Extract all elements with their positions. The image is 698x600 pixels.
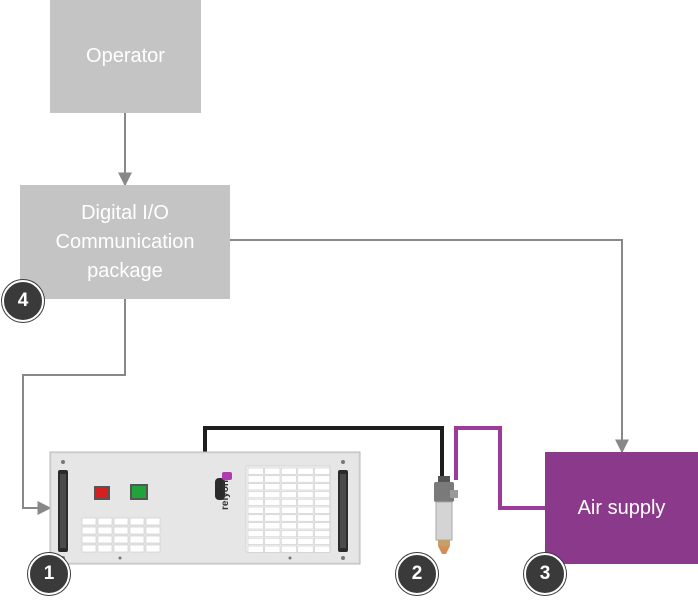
air-supply-node: Air supply	[545, 452, 698, 564]
vent-cell	[297, 467, 314, 475]
brand-logo: relyon	[220, 480, 231, 510]
vent-cell	[297, 537, 314, 545]
vent-cell	[314, 514, 331, 522]
vent-cell	[280, 545, 297, 553]
digital-io-node: Digital I/O Communication package	[20, 185, 230, 299]
status-lamp	[215, 478, 225, 500]
vent-cell	[280, 467, 297, 475]
vent-cell	[314, 522, 331, 530]
connector-io-to-rack	[22, 299, 126, 515]
vent-cell	[297, 530, 314, 538]
vent-cell	[314, 467, 331, 475]
vent-cell	[314, 530, 331, 538]
vent-cell	[314, 483, 331, 491]
vent-cell	[297, 514, 314, 522]
vent-cell	[280, 537, 297, 545]
vent-cell	[297, 491, 314, 499]
vent-cell	[314, 506, 331, 514]
badge-3: 3	[524, 553, 566, 595]
connector-io-to-air-supply	[230, 239, 629, 454]
vent-cell	[247, 467, 264, 475]
vent-cell	[314, 491, 331, 499]
cable-rack-to-torch	[203, 426, 444, 478]
vent-cell	[264, 475, 281, 483]
vent-cell	[247, 522, 264, 530]
vent-cell	[314, 545, 331, 553]
vent-cell	[280, 506, 297, 514]
vent-cell	[314, 498, 331, 506]
vent-cell	[280, 475, 297, 483]
vent-cell	[314, 537, 331, 545]
vent-cell	[264, 506, 281, 514]
operator-node: Operator	[50, 0, 201, 113]
hose-air-to-torch	[454, 426, 545, 510]
vent-cell	[247, 491, 264, 499]
vent-cell	[247, 506, 264, 514]
vent-cell	[247, 537, 264, 545]
vent-cell	[297, 522, 314, 530]
vent-cell	[264, 545, 281, 553]
vent-cell	[314, 475, 331, 483]
vent-cell	[247, 545, 264, 553]
vent-cell	[264, 514, 281, 522]
plasma-torch	[434, 476, 458, 554]
vent-cell	[280, 491, 297, 499]
operator-label: Operator	[86, 45, 165, 67]
vent-cell	[297, 545, 314, 553]
start-button	[132, 486, 146, 498]
vent-cell	[264, 498, 281, 506]
vent-cell	[264, 522, 281, 530]
vent-cell	[264, 467, 281, 475]
vent-cell	[297, 506, 314, 514]
vent-cell	[247, 514, 264, 522]
vent-cell	[297, 498, 314, 506]
vent-cell	[264, 537, 281, 545]
stop-button	[96, 488, 108, 498]
vent-cell	[247, 475, 264, 483]
vent-cell	[264, 491, 281, 499]
badge-1: 1	[28, 553, 70, 595]
badge-4: 4	[2, 280, 44, 322]
front-vent-small	[81, 517, 161, 553]
plasma-rack-unit: relyon	[49, 451, 361, 565]
vent-cell	[264, 530, 281, 538]
badge-2: 2	[396, 553, 438, 595]
vent-cell	[247, 483, 264, 491]
vent-cell	[280, 530, 297, 538]
vent-cell	[280, 522, 297, 530]
vent-cell	[280, 498, 297, 506]
vent-cell	[297, 475, 314, 483]
vent-cell	[280, 483, 297, 491]
vent-cell	[280, 514, 297, 522]
digital-io-label: Digital I/O Communication package	[55, 201, 195, 282]
vent-cell	[247, 530, 264, 538]
vent-cell	[297, 483, 314, 491]
vent-cell	[264, 483, 281, 491]
vent-cell	[247, 498, 264, 506]
air-supply-label: Air supply	[577, 496, 666, 519]
